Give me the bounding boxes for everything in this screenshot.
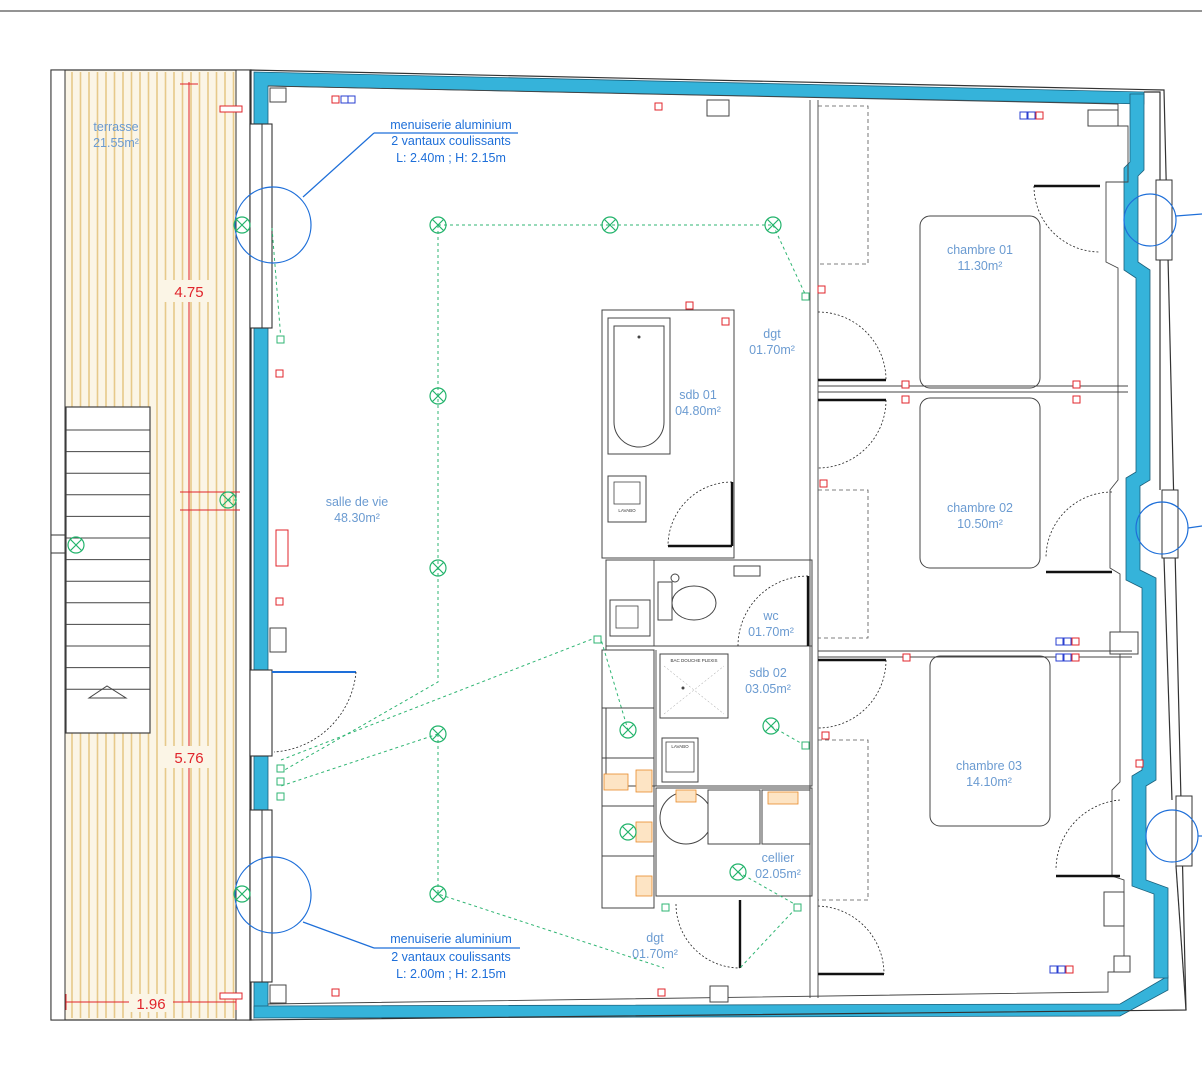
room-area-chambre-03: 14.10m² [966,775,1012,789]
dimension-width: 1.96 [136,996,165,1013]
washbasin-wc [609,599,651,637]
annotation-upper-line3: L: 2.40m ; H: 2.15m [396,151,506,165]
room-name-chambre-03: chambre 03 [956,759,1022,773]
terrace [50,69,252,1021]
ceiling-light-icon [233,885,251,903]
left-facade-windows [249,123,356,983]
ceiling-light-icon [764,216,782,234]
room-labels: terrasse 21.55m² salle de vie 48.30m² dg… [93,120,1022,961]
ceiling-lights [67,216,782,903]
room-area-chambre-02: 10.50m² [957,517,1003,531]
room-name-wc: wc [762,609,778,623]
sockets [219,95,1144,1000]
room-area-terrasse: 21.55m² [93,136,139,150]
room-area-dgt-upper: 01.70m² [749,343,795,357]
bed-chambre-02 [919,397,1041,569]
switches [276,292,810,912]
room-name-sdb02: sdb 02 [749,666,787,680]
ceiling-light-icon [429,216,447,234]
room-name-terrasse: terrasse [93,120,138,134]
room-area-chambre-01: 11.30m² [958,259,1003,273]
leader-line-lower [302,921,375,949]
room-name-dgt-lower: dgt [646,931,664,945]
room-area-salle-de-vie: 48.30m² [334,511,380,525]
ceiling-light-icon [429,559,447,577]
doors [273,184,1121,976]
ceiling-light-icon [429,885,447,903]
svg-text:BAC DOUCHE PLEXIS: BAC DOUCHE PLEXIS [670,658,717,663]
ceiling-light-icon [729,863,747,881]
toilet [657,573,717,621]
dimension-lower: 5.76 [174,750,203,767]
washbasin-sdb01: LAVABO [607,475,647,523]
ceiling-light-icon [762,717,780,735]
annotation-lower-line2: 2 vantaux coulissants [391,950,511,964]
annotation-upper-line1: menuiserie aluminium [390,118,512,132]
ceiling-light-icon [601,216,619,234]
room-name-cellier: cellier [762,851,795,865]
room-name-dgt-upper: dgt [763,327,781,341]
ceiling-light-icon [429,725,447,743]
dimension-lines [65,82,240,1012]
annotation-lower-line1: menuiserie aluminium [390,932,512,946]
svg-text:LAVABO: LAVABO [618,508,636,513]
washing-machine: LAVABO [661,737,699,783]
dimension-upper: 4.75 [174,284,203,301]
room-name-salle-de-vie: salle de vie [326,495,389,509]
annotation-upper-line2: 2 vantaux coulissants [391,134,511,148]
staircase [65,406,151,734]
room-name-chambre-02: chambre 02 [947,501,1013,515]
wc-label-plate [733,565,761,577]
cabinet-tags [603,769,653,897]
ceiling-light-icon [219,491,237,509]
room-area-dgt-lower: 01.70m² [632,947,678,961]
room-area-wc: 01.70m² [748,625,794,639]
shower: BAC DOUCHE PLEXIS [659,653,729,719]
bathtub [607,317,671,455]
room-area-sdb01: 04.80m² [675,404,721,418]
ceiling-light-icon [233,216,251,234]
bed-chambre-01 [919,215,1041,389]
cellier-unit-left [707,789,761,845]
ceiling-light-icon [429,387,447,405]
ceiling-light-icon [619,721,637,739]
room-area-cellier: 02.05m² [755,867,801,881]
annotation-lower-line3: L: 2.00m ; H: 2.15m [396,967,506,981]
window-annotations: menuiserie aluminium 2 vantaux coulissan… [390,118,512,981]
ceiling-light-icon [67,536,85,554]
room-name-sdb01: sdb 01 [679,388,717,402]
interior-walls [601,100,1132,998]
bed-chambre-03 [929,655,1051,827]
room-name-chambre-01: chambre 01 [947,243,1013,257]
network-outlets [340,95,1080,974]
room-area-sdb02: 03.05m² [745,682,791,696]
svg-text:LAVABO: LAVABO [671,744,689,749]
window-markers [234,186,1202,934]
water-heater [659,789,713,845]
exterior-walls [249,69,1193,1021]
leader-line-upper [302,132,375,198]
ceiling-light-icon [619,823,637,841]
stair-arrow-icon [87,685,128,699]
